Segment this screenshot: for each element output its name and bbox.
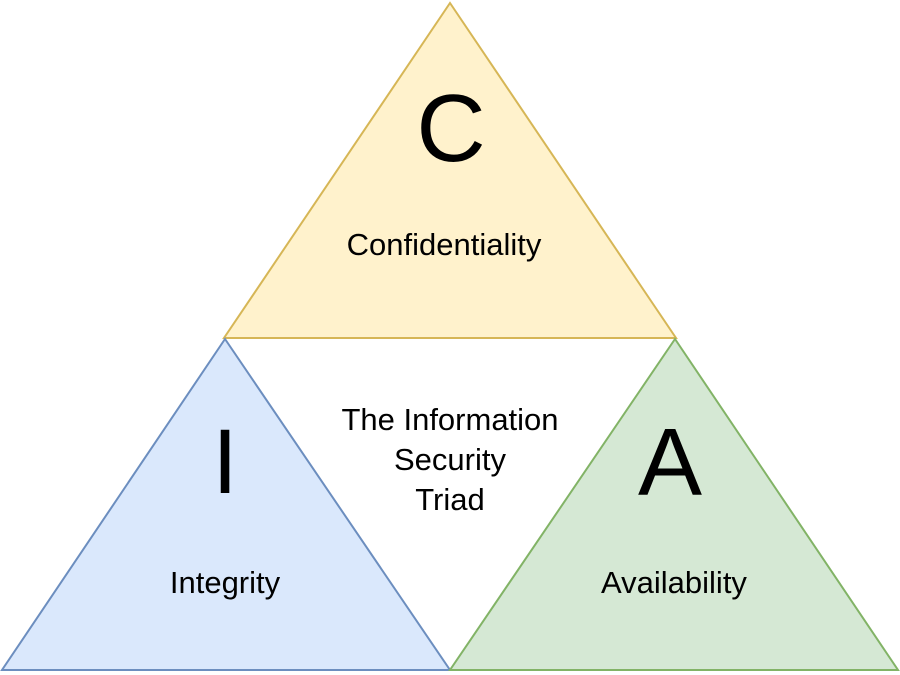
center-title-line-3: Triad xyxy=(415,482,484,517)
availability-label: Availability xyxy=(601,565,747,600)
confidentiality-triangle xyxy=(222,1,678,339)
center-title: The Information Security Triad xyxy=(341,402,558,517)
availability-letter: A xyxy=(638,409,702,516)
integrity-label: Integrity xyxy=(170,565,281,600)
center-title-line-1: The Information xyxy=(341,402,558,437)
confidentiality-label: Confidentiality xyxy=(347,227,542,262)
confidentiality-letter: C xyxy=(416,75,485,182)
availability-triangle xyxy=(448,337,900,671)
integrity-letter: I xyxy=(212,411,238,513)
center-title-line-2: Security xyxy=(394,442,506,477)
integrity-triangle xyxy=(0,337,452,671)
